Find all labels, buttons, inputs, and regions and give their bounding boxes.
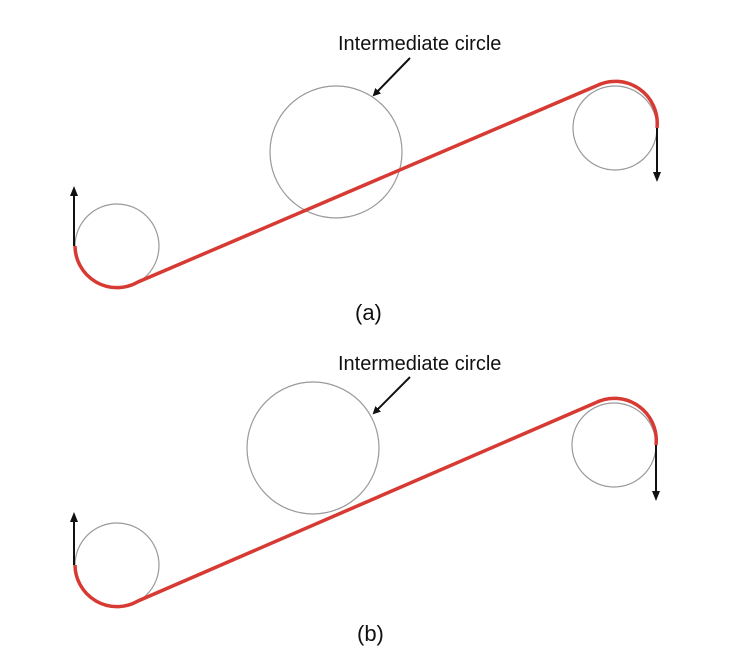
end-direction-arrow (653, 128, 661, 182)
intermediate-circle (269, 85, 403, 219)
intermediate-circle (246, 381, 380, 515)
end-direction-arrow (652, 445, 660, 501)
start-direction-arrow (70, 512, 78, 565)
start-direction-arrow (70, 186, 78, 246)
end-circle (572, 85, 658, 171)
panel-b: Intermediate circle (b) (0, 331, 734, 662)
panel-a: Intermediate circle (a) (70, 33, 661, 325)
red-path (73, 79, 660, 290)
annotation-pointer-arrow (372, 57, 411, 97)
red-path (73, 396, 659, 609)
intermediate-circle-label: Intermediate circle (338, 33, 502, 55)
panel-caption: (a) (355, 300, 382, 325)
panel-b-drawing (70, 376, 660, 609)
panel-caption: (b) (357, 621, 384, 646)
annotation-pointer-arrow (372, 376, 411, 415)
panel-a-drawing (70, 57, 661, 290)
intermediate-circle-label: Intermediate circle (338, 353, 502, 375)
end-circle (571, 402, 657, 488)
